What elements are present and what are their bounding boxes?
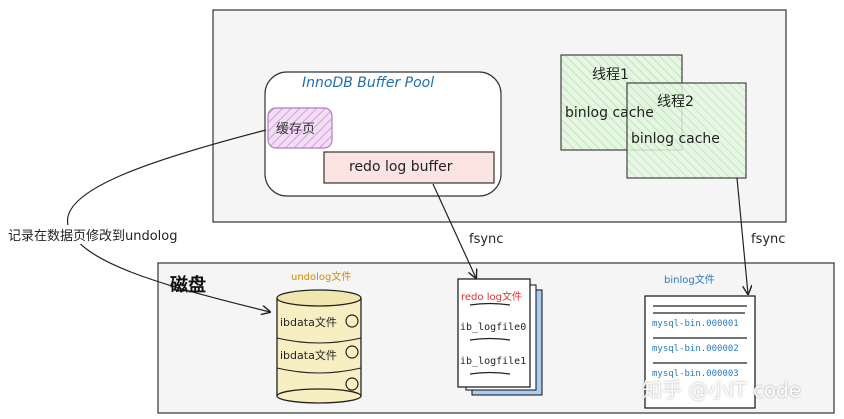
watermark: 知乎 @小IT code [642,378,802,402]
redolog-file-0: ib_logfile0 [460,322,527,333]
binlog-fsync-arrow [736,177,748,294]
binlog-file-3: mysql-bin.000003 [652,369,739,379]
undolog-title: undolog文件 [291,272,352,283]
binlog-title: binlog文件 [664,275,715,286]
redo-log-buffer-label: redo log buffer [349,159,453,175]
buffer-pool-title: InnoDB Buffer Pool [302,75,435,91]
thread-1-cache-label: binlog cache [565,105,654,121]
redolog-file-stack [457,278,543,396]
undolog-file-1: ibdata文件 [280,316,337,329]
redo-fsync-label: fsync [469,232,504,247]
redo-fsync-arrow [432,183,476,278]
redolog-title: redo log文件 [461,292,522,303]
cache-page-box [267,107,333,149]
binlog-file-1: mysql-bin.000001 [652,319,739,329]
binlog-file-2: mysql-bin.000002 [652,344,739,354]
thread-2-cache-label: binlog cache [631,131,720,147]
binlog-fsync-label: fsync [751,232,786,247]
redolog-file-1: ib_logfile1 [460,356,527,367]
disk-label: 磁盘 [170,275,206,296]
binlog-file-box [644,295,756,409]
undolog-file-2: ibdata文件 [280,349,337,362]
thread-2-name: 线程2 [657,94,694,110]
undolog-database-cylinder [276,289,362,404]
thread-2-box [626,82,747,179]
undolog-arrow-label: 记录在数据页修改到undolog [6,225,180,244]
redo-log-buffer-box [323,151,495,184]
cache-page-label: 缓存页 [276,122,316,137]
thread-1-name: 线程1 [592,67,629,83]
